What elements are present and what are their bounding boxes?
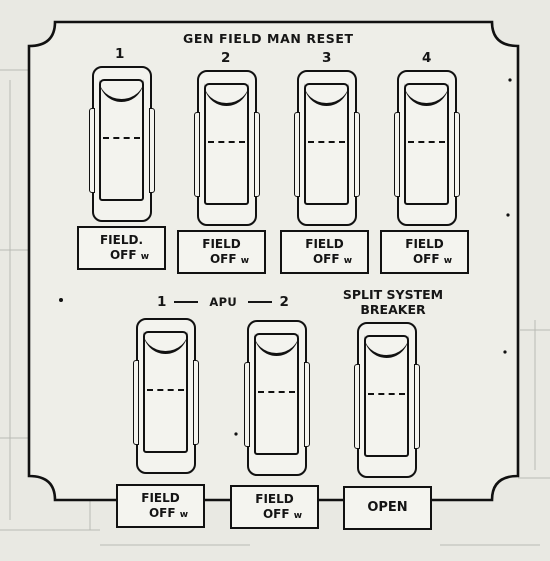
gen-4-field-reset-switch[interactable] xyxy=(394,70,460,226)
panel-title: GEN FIELD MAN RESET xyxy=(183,31,354,46)
legend-line1: FIELD. xyxy=(99,233,144,247)
screw-dot xyxy=(59,298,63,302)
legend-line1: FIELD xyxy=(141,491,180,505)
screw-dot xyxy=(506,213,510,217)
split-system-breaker-legend: OPEN xyxy=(343,486,432,530)
gen-3-field-reset-switch[interactable] xyxy=(294,70,360,226)
legend-suffix: w xyxy=(443,256,453,266)
gen-3-number: 3 xyxy=(322,50,332,66)
switch-cap xyxy=(204,83,249,205)
legend-line1: FIELD xyxy=(255,492,294,506)
split-system-breaker-label: SPLIT SYSTEM BREAKER xyxy=(313,287,473,317)
apu-label: 1 APU 2 xyxy=(155,294,291,310)
legend-suffix: w xyxy=(293,511,303,521)
legend-line2: OFF xyxy=(412,252,440,266)
gen-2-legend: FIELD OFF w xyxy=(177,230,266,274)
apu-label-right: 2 xyxy=(279,294,290,310)
legend-line2: OFF xyxy=(148,506,176,520)
legend-open: OPEN xyxy=(367,500,408,515)
gen-1-field-reset-switch[interactable] xyxy=(89,66,155,222)
apu-label-left: 1 xyxy=(157,294,167,310)
legend-line1: FIELD xyxy=(202,237,241,251)
legend-line2: OFF xyxy=(262,507,290,521)
split-system-breaker-switch[interactable] xyxy=(354,322,420,478)
ssb-label-line2: BREAKER xyxy=(360,302,426,317)
ssb-label-line1: SPLIT SYSTEM xyxy=(342,287,444,302)
apu-2-legend: FIELD OFF w xyxy=(230,485,319,529)
legend-line2: OFF xyxy=(209,252,237,266)
legend-suffix: w xyxy=(140,252,150,262)
gen-3-legend: FIELD OFF w xyxy=(280,230,369,274)
switch-cap xyxy=(364,335,409,457)
legend-suffix: w xyxy=(179,510,189,520)
gen-4-legend: FIELD OFF w xyxy=(380,230,469,274)
switch-cap xyxy=(143,331,188,453)
gen-4-number: 4 xyxy=(422,50,432,66)
switch-cap xyxy=(304,83,349,205)
apu-1-legend: FIELD OFF w xyxy=(116,484,205,528)
gen-1-legend: FIELD. OFF w xyxy=(77,226,166,270)
switch-cap xyxy=(404,83,449,205)
apu-label-word: APU xyxy=(209,295,237,309)
legend-line2: OFF xyxy=(109,248,137,262)
gen-2-field-reset-switch[interactable] xyxy=(194,70,260,226)
apu-2-field-reset-switch[interactable] xyxy=(244,320,310,476)
legend-line2: OFF xyxy=(312,252,340,266)
apu-1-field-reset-switch[interactable] xyxy=(133,318,199,474)
screw-dot xyxy=(503,350,507,354)
legend-line1: FIELD xyxy=(305,237,344,251)
legend-suffix: w xyxy=(240,256,250,266)
switch-cap xyxy=(254,333,299,455)
legend-suffix: w xyxy=(343,256,353,266)
gen-2-number: 2 xyxy=(221,50,231,66)
screw-dot xyxy=(234,432,238,436)
legend-line1: FIELD xyxy=(405,237,444,251)
gen-1-number: 1 xyxy=(115,46,125,62)
switch-cap xyxy=(99,79,144,201)
screw-dot xyxy=(508,78,512,82)
